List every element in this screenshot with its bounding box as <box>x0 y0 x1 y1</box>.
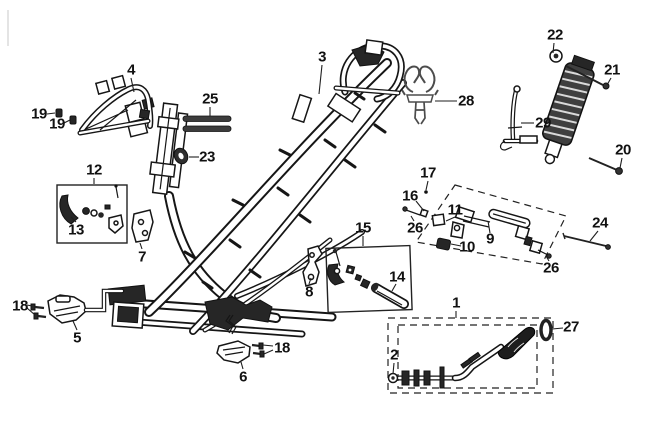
front-carrier-bracket <box>77 74 154 136</box>
callout-box-15 <box>325 244 413 314</box>
linkage-callout-box <box>414 184 567 265</box>
frame-body <box>107 39 407 338</box>
leader-lines <box>26 42 623 375</box>
bolt-24 <box>562 232 611 250</box>
bracket-7 <box>131 209 154 243</box>
callout-box-12 <box>56 184 128 244</box>
engine-hanger-linkage <box>402 190 552 259</box>
rear-shock-22 <box>541 49 595 165</box>
stand-pipe-callout-box <box>387 317 554 394</box>
bolt-18-left-pair <box>30 303 47 320</box>
bracket-5 <box>47 288 125 324</box>
bolt-20 <box>588 157 623 175</box>
bracket-6 <box>216 340 251 364</box>
stand-pipe-1 <box>387 327 536 389</box>
pipe-clamp-28 <box>401 65 439 125</box>
side-stand-29 <box>499 85 539 151</box>
bolt-18-right-pair <box>251 342 265 358</box>
bracket-8 <box>302 245 323 287</box>
o-ring-27 <box>539 318 553 342</box>
pipe-pair-25 <box>182 115 232 132</box>
pivot-pin-14 <box>371 282 409 309</box>
grommet-23 <box>173 147 189 165</box>
